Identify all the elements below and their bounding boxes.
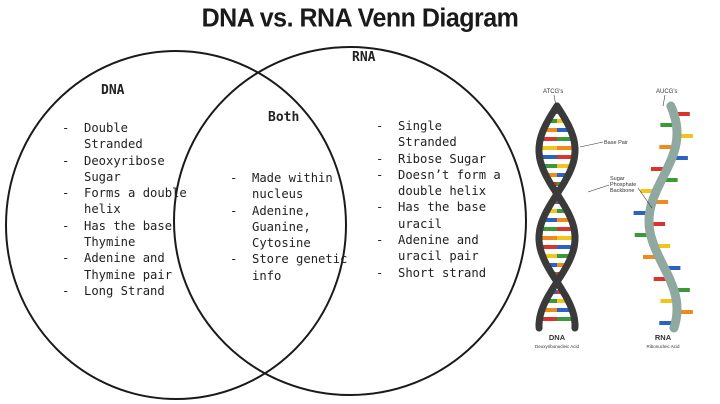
dna-rna-illustration: ATCG's AUCG's Base Pair Sugar Phosphate … — [535, 89, 693, 349]
dna-item-list: Double Stranded Deoxyribose Sugar Forms … — [60, 120, 190, 300]
diagram-title: DNA vs. RNA Venn Diagram — [201, 3, 519, 33]
backbone-leader-rna — [637, 187, 653, 209]
rna-item: Ribose Sugar — [374, 151, 504, 168]
dna-item: Deoxyribose Sugar — [60, 153, 190, 186]
both-item: Made within nucleus — [228, 170, 358, 203]
base-pair-leader — [579, 141, 604, 148]
rna-caption: RNA — [655, 333, 672, 342]
dna-item: Has the base Thymine — [60, 218, 190, 251]
both-set-label: Both — [268, 110, 300, 125]
rna-item-list: Single Stranded Ribose Sugar Doesn’t for… — [374, 118, 504, 281]
rna-item: Has the base uracil — [374, 199, 504, 232]
rna-top-leader — [662, 94, 666, 107]
rna-bases — [633, 112, 693, 325]
rna-set-label: RNA — [352, 50, 376, 65]
rna-top-label: AUCG's — [656, 89, 677, 95]
dna-set-label: DNA — [101, 83, 125, 98]
dna-caption: DNA — [549, 333, 566, 342]
backbone-leader — [587, 184, 610, 193]
dna-item: Forms a double helix — [60, 185, 190, 218]
dna-top-leader — [553, 94, 557, 107]
rna-item: Single Stranded — [374, 118, 504, 151]
dna-subcaption: Deoxyribonucleic Acid — [535, 344, 580, 349]
both-item: Store genetic info — [228, 251, 358, 284]
rna-strand — [644, 101, 682, 333]
dna-strand — [535, 102, 579, 332]
base-pair-label: Base Pair — [604, 140, 628, 146]
rna-item: Adenine and uracil pair — [374, 232, 504, 265]
dna-strand — [535, 102, 579, 332]
rna-subcaption: Ribonucleic Acid — [646, 344, 680, 349]
dna-item: Adenine and Thymine pair — [60, 250, 190, 283]
dna-item: Long Strand — [60, 283, 190, 300]
both-item-list: Made within nucleus Adenine, Guanine, Cy… — [228, 170, 358, 284]
dna-item: Double Stranded — [60, 120, 190, 153]
dna-top-label: ATCG's — [543, 89, 563, 95]
rna-item: Short strand — [374, 265, 504, 282]
both-item: Adenine, Guanine, Cytosine — [228, 203, 358, 252]
backbone-label: Sugar Phosphate Backbone — [610, 176, 638, 194]
rna-item: Doesn’t form a double helix — [374, 167, 504, 200]
